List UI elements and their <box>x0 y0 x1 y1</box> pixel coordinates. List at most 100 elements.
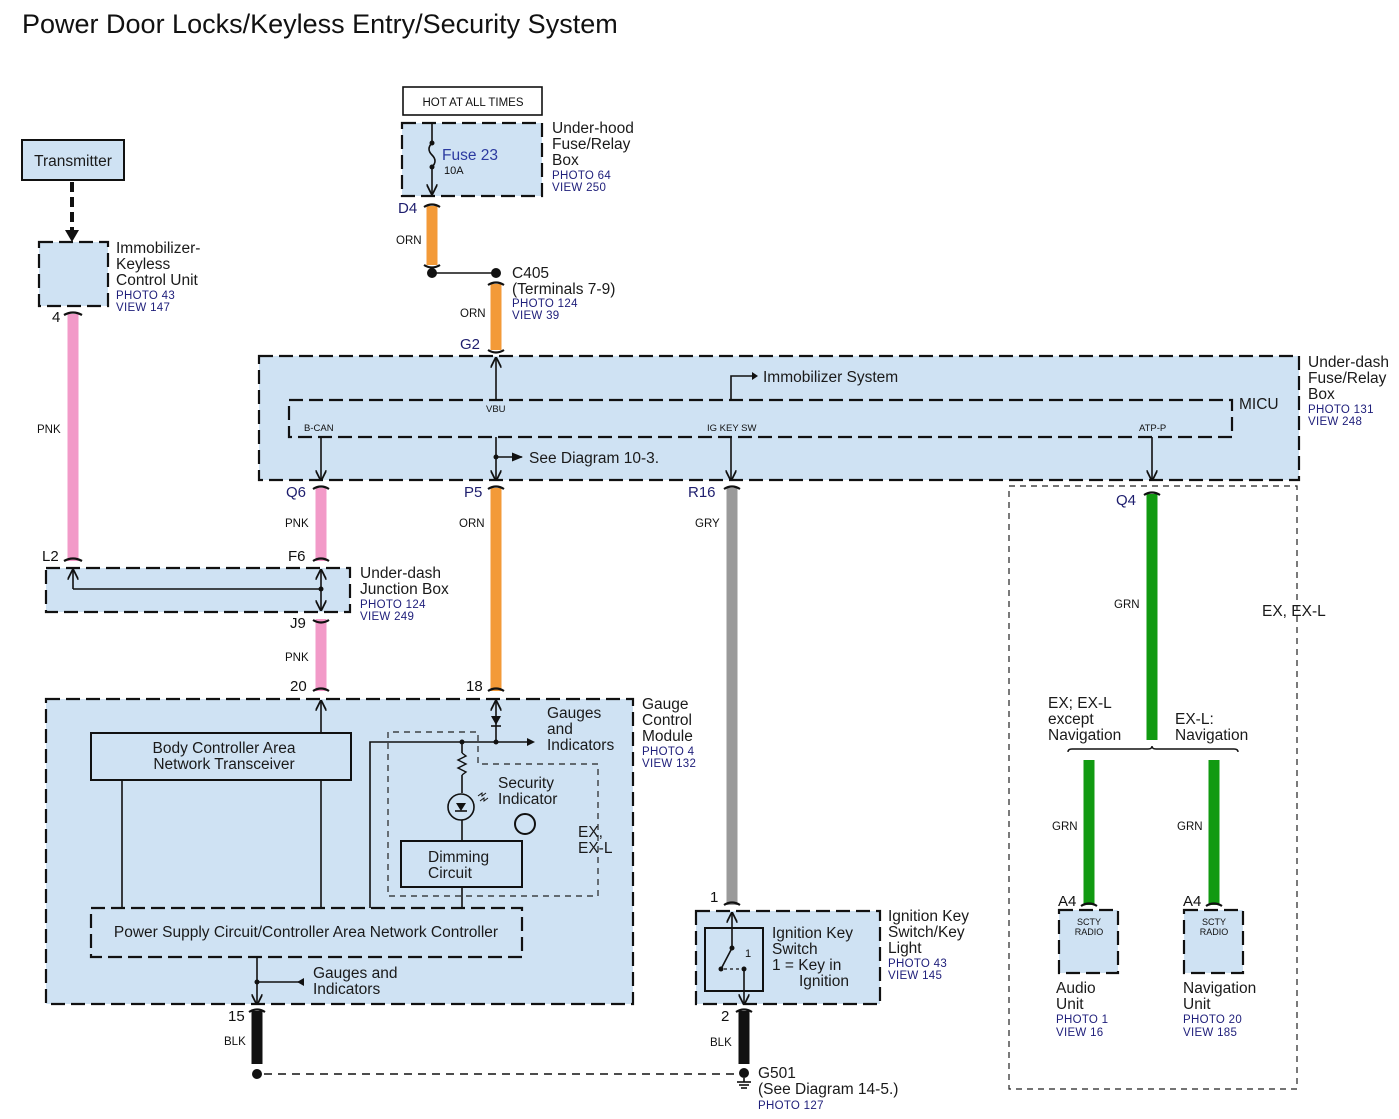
pin-label: J9 <box>290 615 306 632</box>
connector-cap <box>423 264 441 269</box>
photo-ref: PHOTO 20 <box>1183 1014 1242 1026</box>
micu-label: MICU <box>1239 396 1279 413</box>
ex-variant-region <box>387 731 599 897</box>
branch-label: Navigation <box>1048 727 1121 744</box>
unit-name-line: Fuse/Relay <box>1308 370 1387 387</box>
photo-ref: PHOTO 124 <box>512 298 578 310</box>
view-ref: VIEW 248 <box>1308 416 1362 428</box>
photo-ref: PHOTO 43 <box>116 290 175 302</box>
view-ref: VIEW 39 <box>512 310 559 322</box>
ground-name: G501 <box>758 1065 796 1082</box>
connector-cap <box>423 203 441 208</box>
fuse-icon <box>428 142 436 168</box>
connector-cap <box>312 557 330 562</box>
ground-see-ref: (See Diagram 14-5.) <box>758 1081 898 1098</box>
transceiver-label: Network Transceiver <box>153 756 294 773</box>
unit-name-line: Keyless <box>116 256 171 273</box>
pin-label: 1 <box>710 889 718 906</box>
wire-color-label: PNK <box>37 424 61 436</box>
branch-label: Navigation <box>1175 727 1248 744</box>
connector-cap <box>312 485 330 490</box>
switch-contact-icon <box>720 947 733 970</box>
fuse-rating: 10A <box>444 165 464 177</box>
dimming-label: Dimming <box>428 849 489 866</box>
wire-color-label: BLK <box>710 1037 732 1049</box>
signal-bcan: B-CAN <box>304 423 334 434</box>
c405-connector: C405 (Terminals 7-9) PHOTO 124 VIEW 39 <box>512 265 615 322</box>
connector-cap <box>487 687 505 692</box>
pin-label: A4 <box>1058 893 1076 910</box>
connector-terminals: (Terminals 7-9) <box>512 281 615 298</box>
terminal-label: RADIO <box>1075 927 1104 937</box>
ground-icon <box>737 1078 751 1089</box>
wire-color-label: GRN <box>1114 599 1140 611</box>
pin-label: 18 <box>466 678 483 695</box>
connector-cap <box>248 1008 266 1013</box>
switch-label: Ignition Key <box>772 925 853 942</box>
branch-label: except <box>1048 711 1094 728</box>
variant-label: EX, EX-L <box>1262 603 1326 620</box>
pin-label: G2 <box>460 336 480 353</box>
view-ref: VIEW 185 <box>1183 1027 1237 1039</box>
pin-label: F6 <box>288 548 306 565</box>
unit-name-line: Navigation <box>1183 980 1256 997</box>
unit-name-line: Box <box>552 152 579 169</box>
switch-label: Switch <box>772 941 818 958</box>
photo-ref: PHOTO 1 <box>1056 1014 1108 1026</box>
unit-name-line: Audio <box>1056 980 1096 997</box>
gauge-control-module: Gauge Control Module PHOTO 4 VIEW 132 Bo… <box>44 696 696 1004</box>
ignition-key-switch: 1 Ignition Key Switch 1 = Key in Ignitio… <box>694 908 969 1004</box>
wire-color-label: PNK <box>285 652 309 664</box>
photo-ref: PHOTO 43 <box>888 958 947 970</box>
switch-label: Ignition <box>799 973 849 990</box>
reference-arrow-icon <box>752 372 758 380</box>
wire-color-label: ORN <box>460 308 486 320</box>
wire-color-label: GRY <box>695 518 720 530</box>
pin-label: 15 <box>228 1008 245 1025</box>
connector-cap <box>723 485 741 490</box>
photo-ref: PHOTO 4 <box>642 746 695 758</box>
unit-name-line: Switch/Key <box>888 924 965 941</box>
wire-color-label: BLK <box>224 1036 246 1048</box>
diode-icon <box>491 716 501 725</box>
branch-brace <box>1067 745 1239 753</box>
pin-label: A4 <box>1183 893 1201 910</box>
pin-label: Q6 <box>286 484 306 501</box>
photo-ref: PHOTO 124 <box>360 599 426 611</box>
ex-exl-region <box>1008 485 1298 1090</box>
resistor-icon <box>456 752 468 776</box>
connector-cap <box>63 311 83 316</box>
connector-cap <box>312 619 330 624</box>
unit-name-line: Under-dash <box>360 565 441 582</box>
wire-color-label: GRN <box>1052 821 1078 833</box>
hot-at-all-times-label: HOT AT ALL TIMES <box>402 86 543 116</box>
signal-igkeysw: IG KEY SW <box>707 423 756 434</box>
wire-color-label: PNK <box>285 518 309 530</box>
unit-name-line: Control <box>642 712 692 729</box>
gauges-label: and <box>547 721 573 738</box>
output-arrow-icon <box>527 738 535 746</box>
signal-atpp: ATP-P <box>1139 423 1166 434</box>
wire-color-label: ORN <box>396 235 422 247</box>
unit-name-line: Under-hood <box>552 120 634 137</box>
transmitter-label: Transmitter <box>34 153 112 170</box>
branch-label: EX-L: <box>1175 711 1214 728</box>
gauges-label: Gauges and <box>313 965 397 982</box>
terminal-label: RADIO <box>1200 927 1229 937</box>
can-transceiver-box <box>90 732 352 781</box>
pin-label: R16 <box>688 484 716 501</box>
view-ref: VIEW 147 <box>116 302 170 314</box>
unit-name-line: Immobilizer- <box>116 240 200 257</box>
connector-cap <box>63 557 83 562</box>
switch-box <box>704 927 764 992</box>
wire-color-label: ORN <box>459 518 485 530</box>
security-indicator-label: Indicator <box>498 791 557 808</box>
connector-cap <box>1143 491 1161 496</box>
fuse-label: Fuse 23 <box>442 147 498 164</box>
navigation-unit: A4 SCTY RADIO Navigation Unit PHOTO 20 V… <box>1182 893 1256 1039</box>
hot-label-text: HOT AT ALL TIMES <box>423 97 524 109</box>
variant-label: EX, <box>578 824 603 841</box>
wireless-arrow-icon <box>65 230 79 242</box>
pin-label: L2 <box>42 548 59 565</box>
pin-label: 4 <box>52 309 60 326</box>
